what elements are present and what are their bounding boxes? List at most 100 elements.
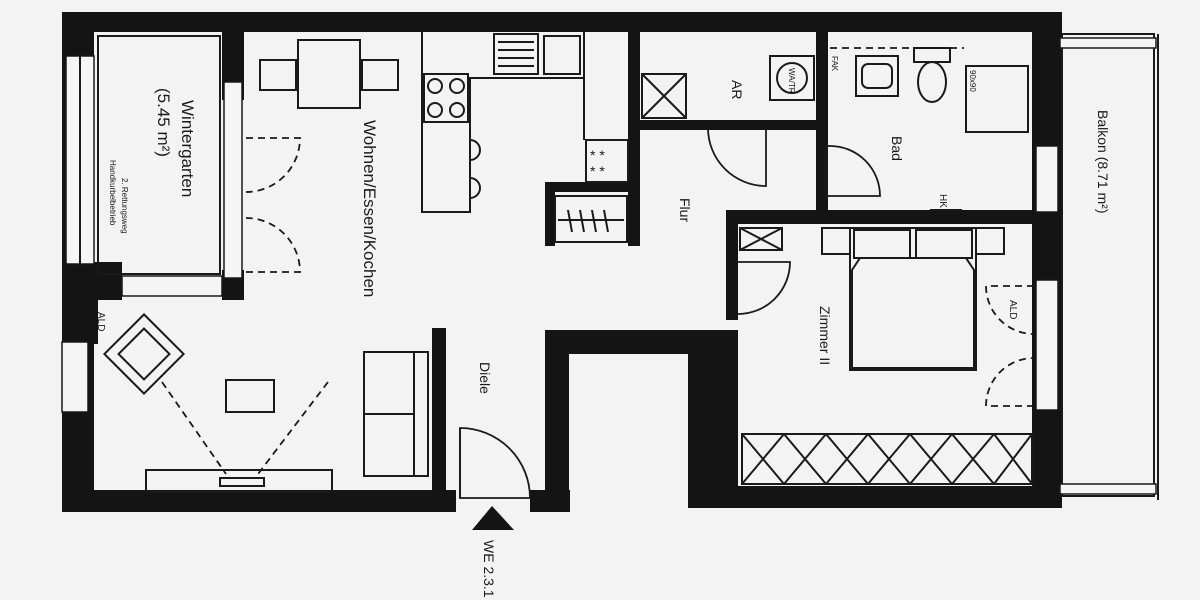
label-ald-right: ALD bbox=[1007, 300, 1018, 319]
ar-room bbox=[641, 55, 815, 119]
door-ar bbox=[707, 127, 767, 187]
fridge-snowflakes: * * bbox=[590, 163, 605, 179]
wardrobe-cross-1 bbox=[741, 433, 785, 485]
wall-zimmer-top bbox=[726, 210, 1046, 224]
hanger-3 bbox=[591, 209, 597, 233]
fridge bbox=[585, 139, 629, 183]
wardrobe-cross-4 bbox=[867, 433, 911, 485]
label-wintergarten-area: (5.45 m²) bbox=[154, 88, 173, 157]
wardrobe-cross-7 bbox=[993, 433, 1033, 485]
door-zimmer bbox=[737, 261, 791, 315]
tv-board bbox=[145, 469, 333, 493]
living-furniture bbox=[102, 39, 429, 493]
armchair bbox=[102, 312, 186, 396]
wall-ar-left bbox=[628, 30, 640, 130]
label-flur: Flur bbox=[677, 198, 693, 222]
labels: Wintergarten (5.45 m²) 2. Rettungsweg Ha… bbox=[95, 56, 1111, 598]
window-wintergarten-bottom bbox=[121, 275, 223, 297]
label-entrance: WE 2.3.1 bbox=[481, 540, 497, 598]
balcony bbox=[1059, 33, 1159, 500]
wall-bad-left bbox=[816, 30, 828, 218]
wardrobe-cross-5 bbox=[909, 433, 953, 485]
tv-view-right bbox=[257, 381, 329, 475]
wardrobe-cross-3 bbox=[825, 433, 869, 485]
label-fak: FAK bbox=[830, 56, 839, 72]
blanket bbox=[851, 257, 975, 369]
bathroom bbox=[830, 47, 1029, 211]
hanger-4 bbox=[603, 209, 609, 233]
burner-4 bbox=[449, 102, 465, 118]
bedroom-shaft bbox=[739, 227, 783, 251]
wardrobe bbox=[554, 195, 628, 243]
cooktop bbox=[423, 73, 469, 123]
bar-stool-2 bbox=[469, 177, 481, 199]
wall-top bbox=[62, 12, 1062, 32]
door-balcony-lower bbox=[985, 357, 1035, 407]
label-shower: 90x90 bbox=[968, 70, 977, 92]
bedroom bbox=[739, 227, 1033, 485]
bath-washbasin-bowl bbox=[861, 63, 893, 89]
doors bbox=[245, 127, 1035, 499]
ar-shaft bbox=[641, 73, 687, 119]
wall-stair-left bbox=[545, 330, 569, 512]
wintergarten-inner-box bbox=[97, 35, 221, 275]
wall-stair-right bbox=[688, 330, 738, 508]
wall-zimmer-left bbox=[726, 210, 738, 320]
wall-wardrobe-right bbox=[628, 130, 640, 246]
wardrobe-box bbox=[554, 195, 628, 243]
label-hk: HK bbox=[937, 194, 948, 208]
wall-right bbox=[1032, 12, 1062, 508]
armchair-seat bbox=[117, 327, 171, 381]
dining-table bbox=[297, 39, 361, 109]
washing-machine-drum bbox=[776, 62, 808, 94]
shower-tray bbox=[965, 65, 1029, 133]
windows bbox=[61, 55, 1059, 413]
label-balkon: Balkon (8.71 m²) bbox=[1095, 110, 1111, 213]
burner-3 bbox=[427, 102, 443, 118]
dining-chair-left bbox=[259, 59, 297, 91]
fridge-snowflakes-2: * * bbox=[590, 147, 605, 163]
door-bad bbox=[825, 145, 881, 197]
dining-chair-right bbox=[361, 59, 399, 91]
wardrobe-cross-6 bbox=[951, 433, 995, 485]
tv-view-left bbox=[161, 381, 227, 475]
bedroom-shaft-x2 bbox=[739, 227, 783, 251]
door-balcony-upper bbox=[985, 285, 1035, 335]
wall-diele-right bbox=[432, 328, 446, 512]
label-ald-left: ALD bbox=[95, 312, 106, 331]
wall-wardrobe-top bbox=[545, 182, 635, 192]
label-wohnen: Wohnen/Essen/Kochen bbox=[360, 120, 379, 297]
coffee-table bbox=[225, 379, 275, 413]
door-entrance bbox=[459, 427, 531, 499]
burner-1 bbox=[427, 78, 443, 94]
wall-left-pier bbox=[62, 296, 98, 344]
wardrobe-bedroom bbox=[741, 433, 1033, 485]
kitchen-counter bbox=[421, 32, 585, 213]
hanger-1 bbox=[567, 209, 573, 233]
entrance-arrow-icon bbox=[472, 506, 514, 530]
wall-wardrobe-left bbox=[545, 182, 555, 246]
wall-bottom-right bbox=[688, 486, 1062, 508]
label-wintergarten: Wintergarten bbox=[178, 100, 197, 197]
kitchen: * * * * bbox=[421, 32, 629, 213]
washing-machine bbox=[769, 55, 815, 101]
dishwasher bbox=[543, 35, 581, 75]
label-bad: Bad bbox=[889, 136, 905, 161]
window-zimmer bbox=[1035, 279, 1059, 411]
wall-bottom-left bbox=[62, 490, 456, 512]
balcony-rail-bottom bbox=[1059, 483, 1157, 495]
balcony-rail-top bbox=[1059, 37, 1157, 49]
label-ar: AR bbox=[729, 80, 745, 99]
sink bbox=[493, 33, 539, 75]
wall-ar-bottom bbox=[630, 120, 820, 130]
label-rettungsweg-2: Handkurbelbetrieb bbox=[108, 160, 117, 226]
walls bbox=[62, 12, 1062, 512]
window-wintergarten-inner bbox=[223, 81, 243, 279]
bar-stool-1 bbox=[469, 139, 481, 161]
wardrobe-cross-2 bbox=[783, 433, 827, 485]
burner-2 bbox=[449, 78, 465, 94]
hanger-2 bbox=[579, 209, 585, 233]
label-wa-tr: WA/TR bbox=[787, 68, 796, 94]
